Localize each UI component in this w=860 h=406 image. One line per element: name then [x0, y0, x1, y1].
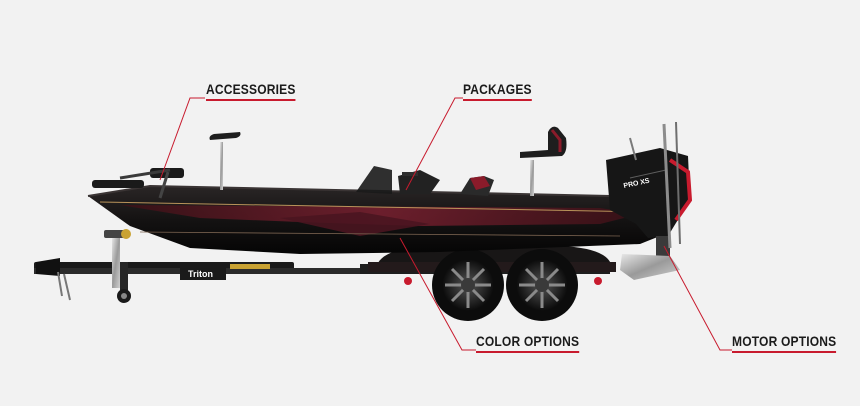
packages-leader-line [405, 97, 463, 191]
accessories-underline [206, 99, 296, 101]
boat-hull [87, 184, 661, 254]
outboard-motor: PRO XS [606, 121, 693, 280]
accessories-label: ACCESSORIES [206, 81, 296, 97]
trailer-wheel-front [432, 249, 504, 321]
trolling-motor [92, 168, 184, 199]
motor-options-callout[interactable]: MOTOR OPTIONS [732, 333, 837, 353]
trailer-wheel-rear [506, 249, 578, 321]
color-options-label: COLOR OPTIONS [476, 333, 580, 349]
motor-options-leader-line [663, 245, 732, 351]
trailer-brand-text: Triton [188, 269, 213, 279]
accessories-callout[interactable]: ACCESSORIES [206, 81, 296, 101]
front-pedestal-seat [209, 132, 241, 190]
trailer-jack [57, 229, 131, 303]
packages-label: PACKAGES [463, 81, 532, 97]
color-options-leader-line [399, 237, 476, 351]
packages-underline [463, 99, 532, 101]
accessories-leader-line [159, 97, 205, 181]
boat-seats [460, 176, 494, 196]
color-options-underline [476, 351, 580, 353]
rear-pedestal-seat [520, 126, 567, 196]
motor-options-underline [732, 351, 837, 353]
callout-leader-lines [159, 97, 732, 351]
packages-callout[interactable]: PACKAGES [463, 81, 532, 101]
color-options-callout[interactable]: COLOR OPTIONS [476, 333, 580, 353]
boat-deck [356, 166, 440, 194]
motor-options-label: MOTOR OPTIONS [732, 333, 837, 349]
